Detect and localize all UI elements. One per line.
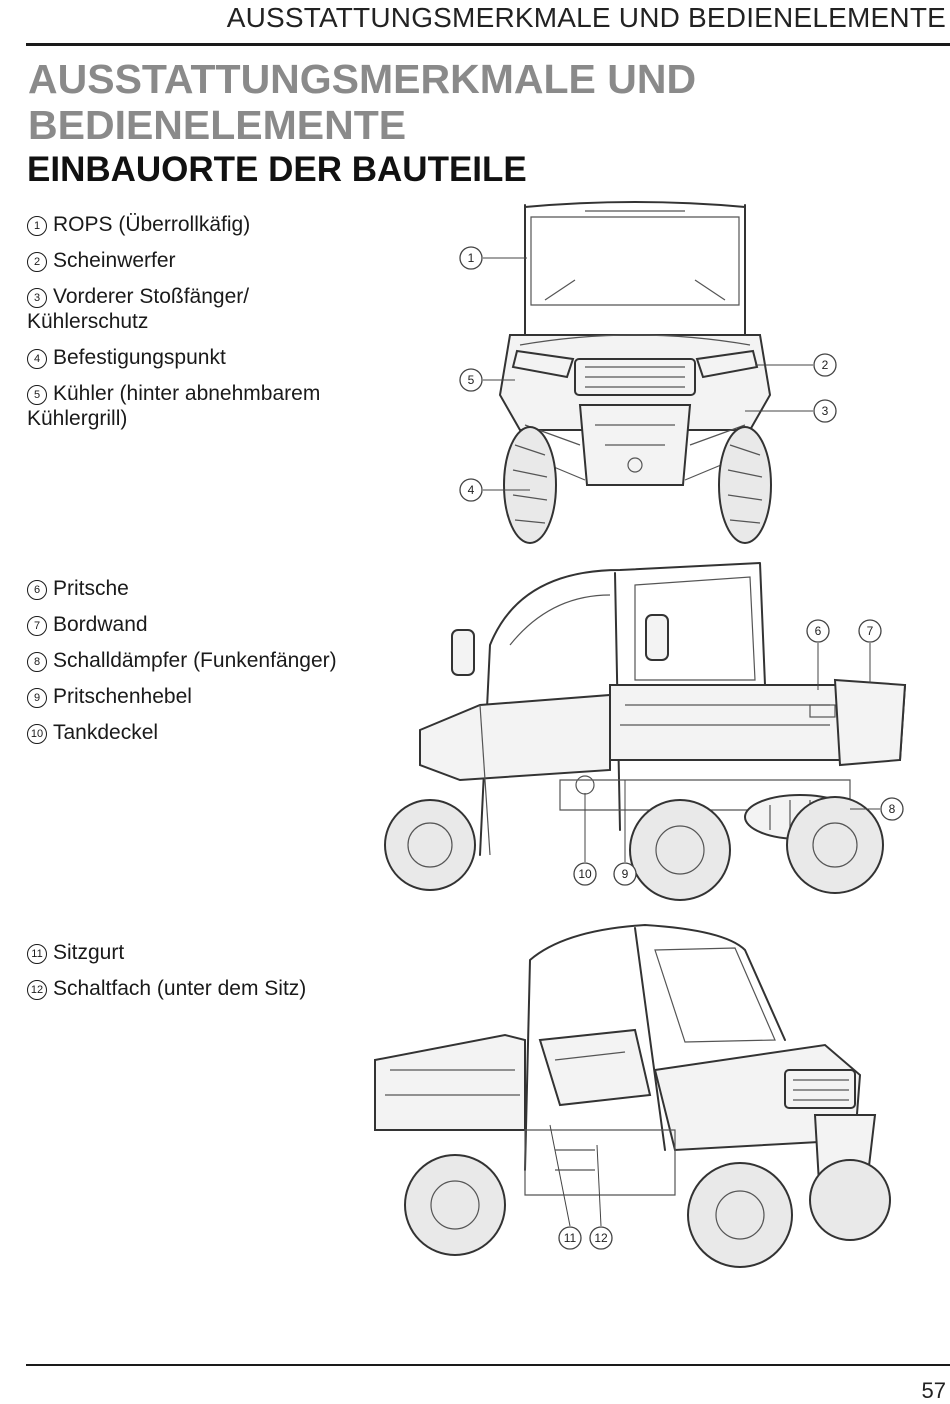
legend-label: Tankdeckel [53, 721, 159, 744]
callout-11: 11 [558, 1226, 582, 1250]
callout-number: 3 [822, 404, 829, 418]
vehicle-side-view-illustration: 6 7 8 10 9 [380, 555, 920, 915]
callout-1: 1 [459, 246, 483, 270]
callout-number: 12 [27, 980, 47, 1000]
callout-6: 6 [806, 619, 830, 643]
page-title: AUSSTATTUNGSMERKMALE UND BEDIENELEMENTE [28, 56, 697, 148]
legend-item: 4 Befestigungspunkt [27, 345, 347, 370]
legend-item: 9 Pritschenhebel [27, 684, 347, 709]
callout-number: 2 [822, 358, 829, 372]
legend-label: Schalldämpfer (Funkenfänger) [53, 649, 337, 672]
callout-8: 8 [880, 797, 904, 821]
legend-group-side: 6 Pritsche 7 Bordwand 8 Schalldämpfer (Funk… [27, 576, 347, 756]
callout-number: 9 [622, 867, 629, 881]
callout-number: 1 [468, 251, 475, 265]
callout-number: 5 [27, 385, 47, 405]
legend-label: Bordwand [53, 613, 148, 636]
legend-label: Schaltfach (unter dem Sitz) [53, 977, 307, 1000]
callout-10: 10 [573, 862, 597, 886]
callout-4: 4 [459, 478, 483, 502]
callout-number: 10 [578, 867, 592, 881]
page-number: 57 [921, 1378, 946, 1403]
legend-item: 1 ROPS (Überrollkäfig) [27, 212, 347, 237]
vehicle-front-view-illustration: 1 2 5 3 4 [455, 195, 845, 550]
legend-item: 12 Schaltfach (unter dem Sitz) [27, 976, 347, 1001]
callout-number: 8 [27, 652, 47, 672]
legend-label: Scheinwerfer [53, 249, 176, 272]
callout-7: 7 [858, 619, 882, 643]
legend-item: 6 Pritsche [27, 576, 347, 601]
callout-number: 3 [27, 288, 47, 308]
callout-number: 8 [889, 802, 896, 816]
legend-item: 7 Bordwand [27, 612, 347, 637]
legend-label: ROPS (Überrollkäfig) [53, 213, 251, 236]
section-title: EINBAUORTE DER BAUTEILE [27, 150, 527, 189]
running-head: AUSSTATTUNGSMERKMALE UND BEDIENELEMENTE [226, 2, 946, 33]
callout-5: 5 [459, 368, 483, 392]
callout-12: 12 [589, 1226, 613, 1250]
callout-3: 3 [813, 399, 837, 423]
callout-2: 2 [813, 353, 837, 377]
legend-label: Kühler (hinter abnehmbarem Kühlergrill) [27, 382, 321, 430]
callout-number: 6 [27, 580, 47, 600]
legend-item: 10 Tankdeckel [27, 720, 347, 745]
legend-item: 11 Sitzgurt [27, 940, 347, 965]
callout-number: 12 [594, 1231, 608, 1245]
callout-number: 4 [468, 483, 475, 497]
header-rule [26, 43, 950, 46]
callout-number: 11 [564, 1231, 577, 1245]
callout-number: 5 [468, 373, 475, 387]
callout-number: 10 [27, 724, 47, 744]
legend-item: 8 Schalldämpfer (Funkenfänger) [27, 648, 347, 673]
footer-rule [26, 1364, 950, 1366]
legend-label: Sitzgurt [53, 941, 125, 964]
callout-number: 9 [27, 688, 47, 708]
legend-label: Vorderer Stoßfänger/ Kühlerschutz [27, 285, 250, 333]
legend-item: 2 Scheinwerfer [27, 248, 347, 273]
callout-number: 1 [27, 216, 47, 236]
callout-number: 6 [815, 624, 822, 638]
legend-label: Pritschenhebel [53, 685, 192, 708]
vehicle-rear-view-illustration: 11 12 [365, 920, 910, 1280]
callout-number: 7 [27, 616, 47, 636]
callout-number: 7 [867, 624, 874, 638]
callout-number: 4 [27, 349, 47, 369]
callout-number: 11 [27, 944, 47, 964]
legend-label: Befestigungspunkt [53, 346, 226, 369]
legend-group-rear: 11 Sitzgurt 12 Schaltfach (unter dem Sitz) [27, 940, 347, 1012]
callout-number: 2 [27, 252, 47, 272]
legend-label: Pritsche [53, 577, 129, 600]
callout-9: 9 [613, 862, 637, 886]
